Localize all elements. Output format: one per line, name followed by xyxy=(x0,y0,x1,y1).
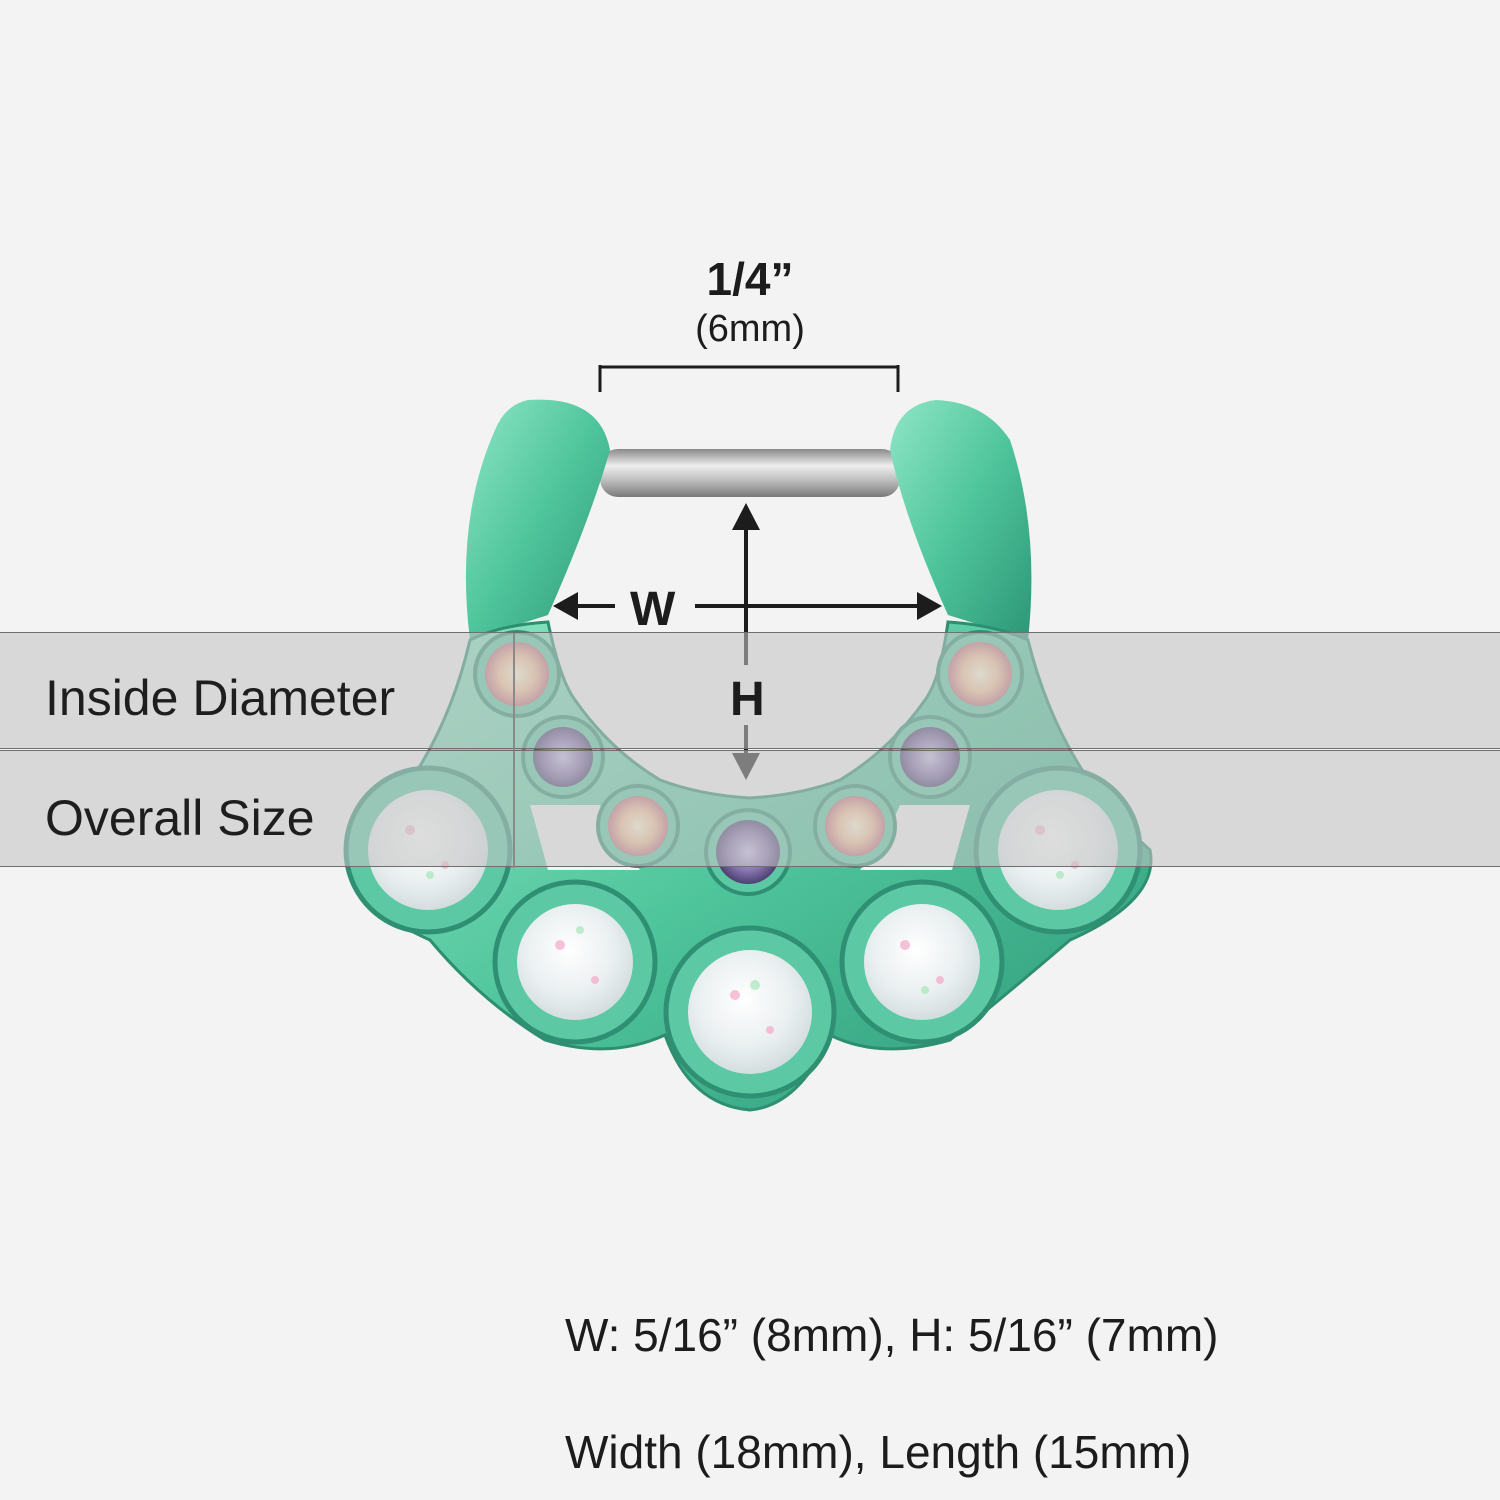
width-letter: W xyxy=(630,583,676,636)
top-gap-metric: (6mm) xyxy=(695,308,805,350)
left-arm xyxy=(465,399,610,640)
top-gap-fraction: 1/4” xyxy=(706,253,794,305)
top-gap-bracket xyxy=(598,365,900,392)
height-letter: H xyxy=(730,673,765,726)
band-divider xyxy=(513,751,515,868)
right-arm xyxy=(890,400,1032,640)
inside-diameter-spec: W: 5/16” (8mm), H: 5/16” (7mm) xyxy=(565,1309,1219,1361)
overall-size-spec: Width (18mm), Length (15mm) xyxy=(565,1426,1192,1478)
width-arrow xyxy=(553,592,942,620)
band-divider xyxy=(513,633,515,750)
overall-size-band: Overall Size xyxy=(0,750,1500,868)
clicker-bar xyxy=(600,449,900,497)
inside-diameter-label: Inside Diameter xyxy=(45,670,396,726)
overall-size-label: Overall Size xyxy=(45,790,315,846)
inside-diameter-band: Inside Diameter xyxy=(0,632,1500,750)
